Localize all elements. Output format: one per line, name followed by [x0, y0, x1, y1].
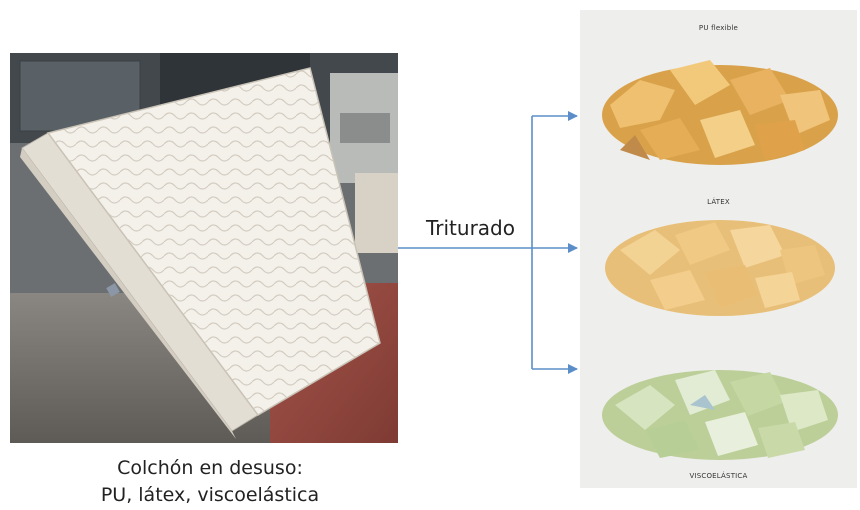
- latex-label: LÁTEX: [707, 198, 730, 206]
- pu-foam-pile: [602, 60, 838, 165]
- mattress-caption: Colchón en desuso: PU, látex, viscoelást…: [10, 455, 410, 509]
- caption-line-1: Colchón en desuso:: [117, 457, 303, 479]
- shredded-foam-photo: [580, 10, 857, 488]
- latex-foam-pile: [605, 220, 835, 316]
- caption-line-2: PU, látex, viscoelástica: [100, 484, 320, 506]
- visco-foam-pile: [602, 370, 838, 460]
- mattress-photo: [10, 53, 398, 443]
- viscoelastic-label: VISCOELÁSTICA: [689, 472, 748, 480]
- process-label: Triturado: [426, 216, 515, 240]
- pu-flexible-label: PU flexible: [698, 24, 739, 32]
